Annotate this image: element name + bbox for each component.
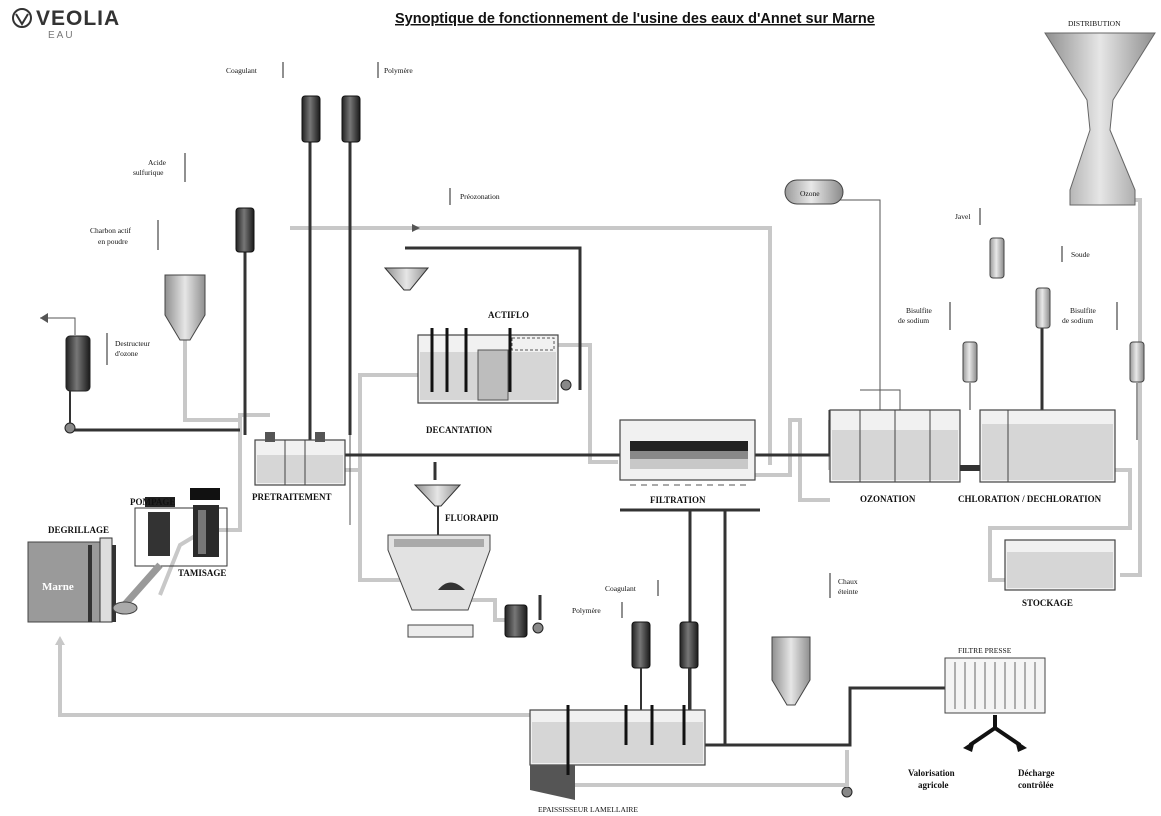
filtration-label: FILTRATION — [650, 495, 706, 505]
pipe-network — [55, 198, 1142, 717]
destructeur-label-1: Destructeur — [115, 339, 150, 348]
charbon-hopper: Charbon actif en poudre — [90, 220, 206, 341]
fluorapid-label: FLUORAPID — [445, 513, 499, 523]
veolia-logo: VEOLIA EAU — [12, 7, 120, 41]
decharge-label-1: Décharge — [1018, 768, 1054, 778]
chloration-reagents: Javel Soude Bisulfite de sodium Bisulfit… — [898, 208, 1145, 440]
chaux-label-1: Chaux — [838, 577, 858, 586]
stockage-label: STOCKAGE — [1022, 598, 1073, 608]
acide-label-1: Acide — [148, 158, 167, 167]
distribution-label: DISTRIBUTION — [1068, 19, 1121, 28]
fluorapid-unit: FLUORAPID — [387, 484, 544, 638]
page-title: Synoptique de fonctionnement de l'usine … — [395, 11, 875, 27]
coagulant-top-label: Coagulant — [226, 66, 258, 75]
ozonation-unit: OZONATION — [829, 409, 961, 504]
filtre-presse-label: FILTRE PRESSE — [958, 646, 1012, 655]
epaississeur-label: EPAISSISSEUR LAMELLAIRE — [538, 805, 638, 814]
valorisation-label-2: agricole — [918, 780, 949, 790]
decantation-label: DECANTATION — [426, 425, 493, 435]
valorisation-label-1: Valorisation — [908, 768, 955, 778]
ozone-tank-label: Ozone — [800, 189, 820, 198]
pompage-label: POMPAGE — [130, 497, 175, 507]
tamisage-label: TAMISAGE — [178, 568, 226, 578]
marne-label: Marne — [42, 581, 74, 593]
javel-label: Javel — [955, 212, 970, 221]
preozonation-label: Préozonation — [460, 192, 500, 201]
bisulfite-a-label-1: Bisulfite — [906, 306, 933, 315]
bisulfite-b-label-2: de sodium — [1062, 316, 1093, 325]
pompage-tamisage-unit: POMPAGE TAMISAGE — [112, 488, 228, 615]
bisulfite-a-label-2: de sodium — [898, 316, 929, 325]
stockage-unit: STOCKAGE — [1004, 539, 1116, 608]
polymere-top-label: Polymère — [384, 66, 413, 75]
logo-text: VEOLIA — [36, 7, 120, 30]
destructeur-label-2: d'ozone — [115, 349, 139, 358]
filtration-unit: FILTRATION — [619, 419, 756, 505]
logo-subtext: EAU — [48, 30, 75, 41]
coagulant-polymere-top: Coagulant Polymère — [226, 62, 413, 143]
coagulant-bottom-label: Coagulant — [605, 584, 637, 593]
filtre-presse-unit: FILTRE PRESSE — [944, 646, 1046, 752]
bisulfite-b-label-1: Bisulfite — [1070, 306, 1097, 315]
chaux-hopper: Chaux éteinte — [771, 573, 859, 706]
acide-dosing: Acide sulfurique — [133, 153, 255, 253]
distribution-tower: DISTRIBUTION — [1044, 19, 1156, 206]
degrillage-unit: Marne DEGRILLAGE — [27, 525, 116, 623]
epaississeur-unit: EPAISSISSEUR LAMELLAIRE — [529, 705, 853, 814]
ozone-generator: Ozone — [784, 179, 844, 205]
decharge-label-2: contrôlée — [1018, 780, 1053, 790]
charbon-label-1: Charbon actif — [90, 226, 132, 235]
veolia-logo-icon — [12, 8, 32, 28]
chloration-label: CHLORATION / DECHLORATION — [958, 494, 1102, 504]
chloration-unit: CHLORATION / DECHLORATION — [958, 409, 1116, 504]
pretraitement-label: PRETRAITEMENT — [252, 492, 332, 502]
destructeur-ozone-unit: Destructeur d'ozone — [64, 333, 150, 434]
charbon-label-2: en poudre — [98, 237, 128, 246]
actiflo-unit: ACTIFLO DECANTATION — [383, 267, 572, 435]
actiflo-label: ACTIFLO — [488, 310, 529, 320]
pretraitement-unit: PRETRAITEMENT — [252, 432, 346, 502]
degrillage-label: DEGRILLAGE — [48, 525, 109, 535]
chaux-label-2: éteinte — [838, 587, 859, 596]
coagulant-polymere-bottom: Coagulant Polymère — [572, 580, 699, 715]
ozonation-label: OZONATION — [860, 494, 916, 504]
polymere-bottom-label: Polymère — [572, 606, 601, 615]
acide-label-2: sulfurique — [133, 168, 164, 177]
soude-label: Soude — [1071, 250, 1090, 259]
